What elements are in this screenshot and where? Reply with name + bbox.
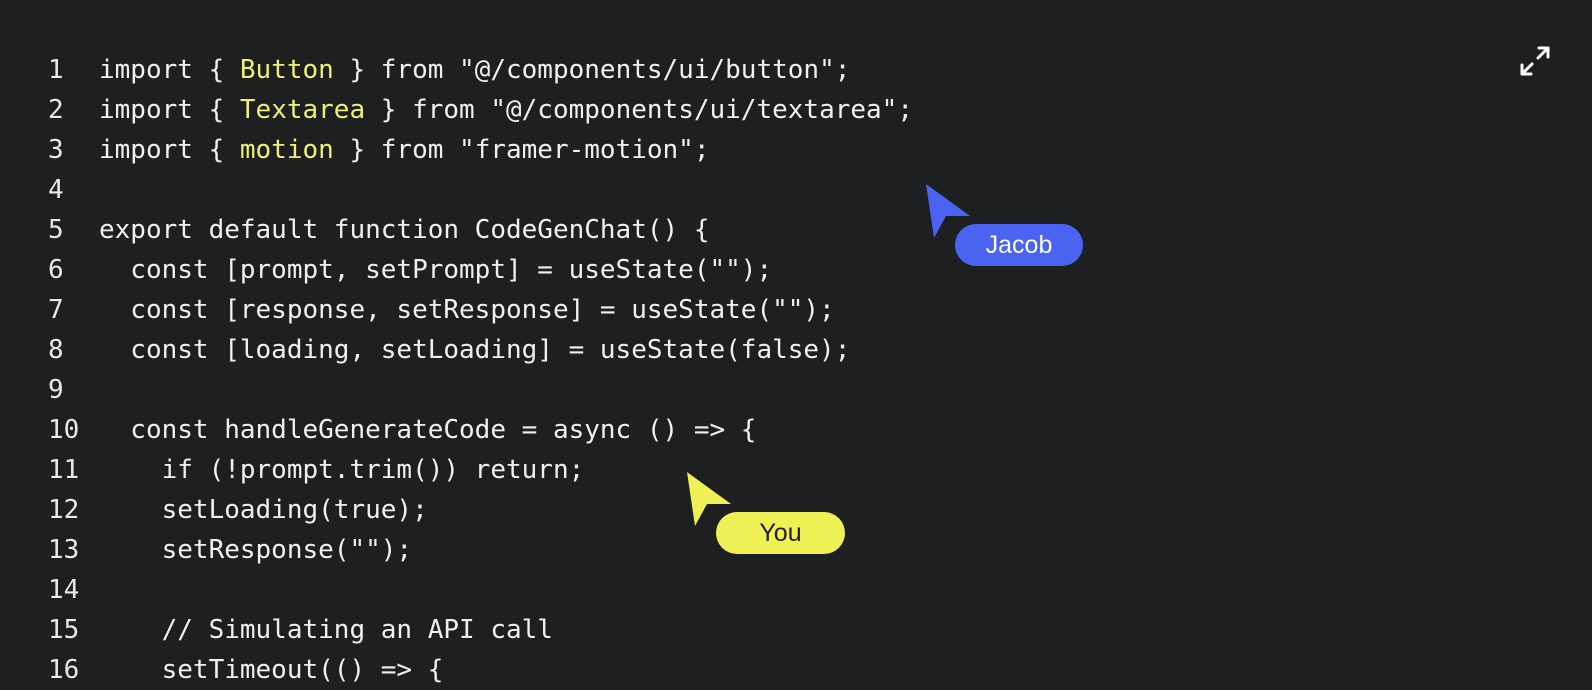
- code-line: 3 import { motion } from "framer-motion";: [0, 130, 1592, 170]
- code-token: // Simulating an API call: [99, 615, 553, 645]
- code-line: 11 if (!prompt.trim()) return;: [0, 450, 1592, 490]
- line-number: 12: [48, 495, 80, 525]
- code-lines: 1 import { Button } from "@/components/ui…: [0, 50, 1592, 690]
- line-code: const [response, setResponse] = useState…: [99, 290, 835, 330]
- code-token: } from "@/components/ui/textarea";: [365, 95, 913, 125]
- code-token: setResponse("");: [99, 535, 413, 565]
- line-code: const handleGenerateCode = async () => {: [99, 410, 756, 450]
- line-number: 15: [48, 615, 80, 645]
- code-line: 8 const [loading, setLoading] = useState…: [0, 330, 1592, 370]
- code-token: const handleGenerateCode = async () => {: [99, 415, 757, 445]
- line-number: 5: [48, 215, 64, 245]
- line-number: 4: [48, 175, 64, 205]
- cursor-arrow-icon: [687, 472, 731, 526]
- code-token: import {: [99, 95, 240, 125]
- identifier-token: Textarea: [239, 95, 366, 125]
- line-number: 16: [48, 655, 80, 685]
- code-line: 13 setResponse("");: [0, 530, 1592, 570]
- identifier-token: motion: [239, 135, 334, 165]
- code-line: 7 const [response, setResponse] = useSta…: [0, 290, 1592, 330]
- line-code: if (!prompt.trim()) return;: [99, 450, 585, 490]
- line-number: 14: [48, 575, 80, 605]
- code-line: 5 export default function CodeGenChat() {: [0, 210, 1592, 250]
- code-token: } from "@/components/ui/button";: [333, 55, 851, 85]
- code-token: export default function CodeGenChat() {: [99, 215, 710, 245]
- code-token: const [loading, setLoading] = useState(f…: [99, 335, 851, 365]
- code-line: 2 import { Textarea } from "@/components/…: [0, 90, 1592, 130]
- line-code: import { Textarea } from "@/components/u…: [99, 90, 913, 130]
- line-number: 1: [48, 55, 64, 85]
- line-code: // Simulating an API call: [99, 610, 553, 650]
- expand-button[interactable]: [1518, 44, 1552, 78]
- code-line: 10 const handleGenerateCode = async () =…: [0, 410, 1592, 450]
- line-number: 11: [48, 455, 80, 485]
- code-line: 15 // Simulating an API call: [0, 610, 1592, 650]
- code-token: } from "framer-motion";: [333, 135, 710, 165]
- code-token: if (!prompt.trim()) return;: [99, 455, 585, 485]
- code-token: const [response, setResponse] = useState…: [99, 295, 835, 325]
- code-line: 1 import { Button } from "@/components/ui…: [0, 50, 1592, 90]
- code-line: 16 setTimeout(() => {: [0, 650, 1592, 690]
- code-token: import {: [99, 55, 240, 85]
- code-line: 6 const [prompt, setPrompt] = useState("…: [0, 250, 1592, 290]
- line-number: 13: [48, 535, 80, 565]
- code-token: import {: [99, 135, 240, 165]
- line-number: 7: [48, 295, 64, 325]
- line-number: 2: [48, 95, 64, 125]
- line-number: 3: [48, 135, 64, 165]
- line-number: 6: [48, 255, 64, 285]
- code-token: setTimeout(() => {: [99, 655, 444, 685]
- line-code: import { Button } from "@/components/ui/…: [99, 50, 850, 90]
- line-code: const [prompt, setPrompt] = useState("")…: [99, 250, 772, 290]
- identifier-token: Button: [239, 55, 334, 85]
- line-code: const [loading, setLoading] = useState(f…: [99, 330, 850, 370]
- line-code: import { motion } from "framer-motion";: [99, 130, 710, 170]
- code-line: 14: [0, 570, 1592, 610]
- line-code: setTimeout(() => {: [99, 650, 444, 690]
- cursor-label-jacob: Jacob: [955, 224, 1083, 266]
- code-token: setLoading(true);: [99, 495, 428, 525]
- line-code: export default function CodeGenChat() {: [99, 210, 709, 250]
- code-token: const [prompt, setPrompt] = useState("")…: [99, 255, 773, 285]
- line-code: setLoading(true);: [99, 490, 428, 530]
- line-number: 8: [48, 335, 64, 365]
- code-line: 12 setLoading(true);: [0, 490, 1592, 530]
- code-line: 4: [0, 170, 1592, 210]
- line-number: 10: [48, 415, 80, 445]
- cursor-arrow-icon: [926, 184, 970, 238]
- expand-arrows-icon: [1520, 46, 1550, 76]
- line-code: setResponse("");: [99, 530, 412, 570]
- line-number: 9: [48, 375, 64, 405]
- code-line: 9: [0, 370, 1592, 410]
- cursor-label-you: You: [716, 512, 845, 554]
